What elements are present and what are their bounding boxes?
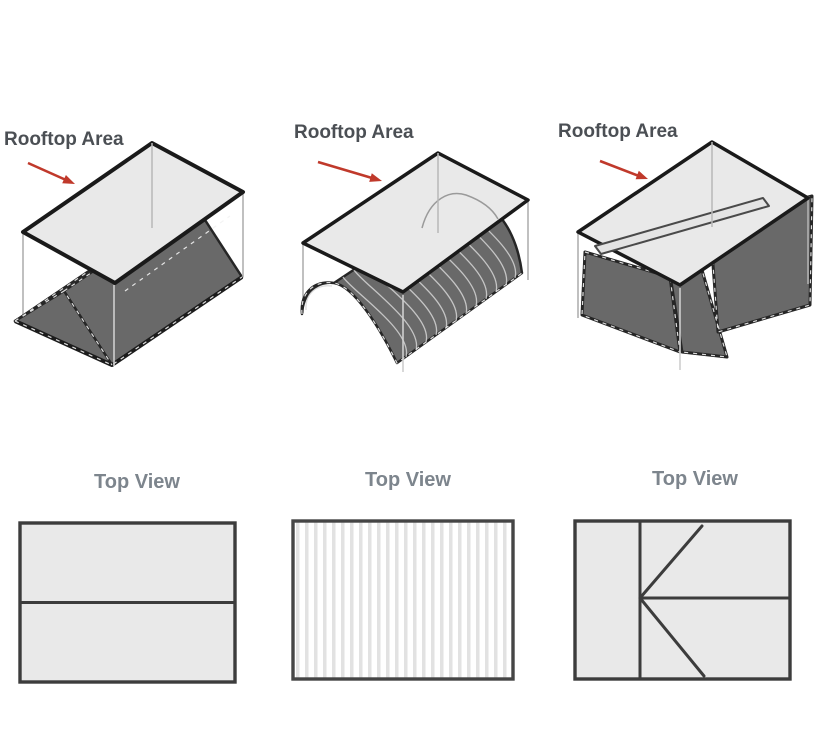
red-arrow-icon — [317, 160, 382, 182]
top-view-cross-gable-drawing — [573, 519, 792, 681]
hip-line-upper — [638, 524, 704, 600]
rooftop-area-label: Rooftop Area — [294, 122, 414, 143]
hip-line-lower — [638, 596, 706, 678]
ridge-line — [594, 197, 770, 255]
barrel-roof-3d-drawing — [300, 151, 530, 372]
sketch-highlight-lines — [301, 272, 523, 364]
corrugation-stripes — [293, 521, 513, 679]
red-arrow-icon — [27, 161, 75, 184]
top-view-gable-drawing — [18, 521, 237, 684]
arch-inner-line — [305, 285, 333, 311]
sketch-highlight-lines — [14, 215, 243, 366]
rooftop-area-label: Rooftop Area — [558, 121, 678, 142]
gable-roof-3d-drawing — [13, 141, 245, 367]
cross-gable-roof-3d-drawing — [576, 140, 814, 370]
top-view-label: Top View — [94, 471, 180, 493]
red-arrow-icon — [599, 159, 648, 180]
rooftop-surface — [301, 151, 530, 294]
top-view-outline — [291, 519, 515, 681]
rooftop-surface — [576, 140, 810, 287]
rooftop-surface — [21, 141, 245, 285]
top-view-outline — [573, 519, 792, 681]
top-view-barrel-drawing — [291, 519, 515, 681]
top-view-label: Top View — [652, 468, 738, 490]
rooftop-area-label: Rooftop Area — [4, 129, 124, 150]
top-view-label: Top View — [365, 469, 451, 491]
far-arch-edge — [421, 192, 499, 229]
